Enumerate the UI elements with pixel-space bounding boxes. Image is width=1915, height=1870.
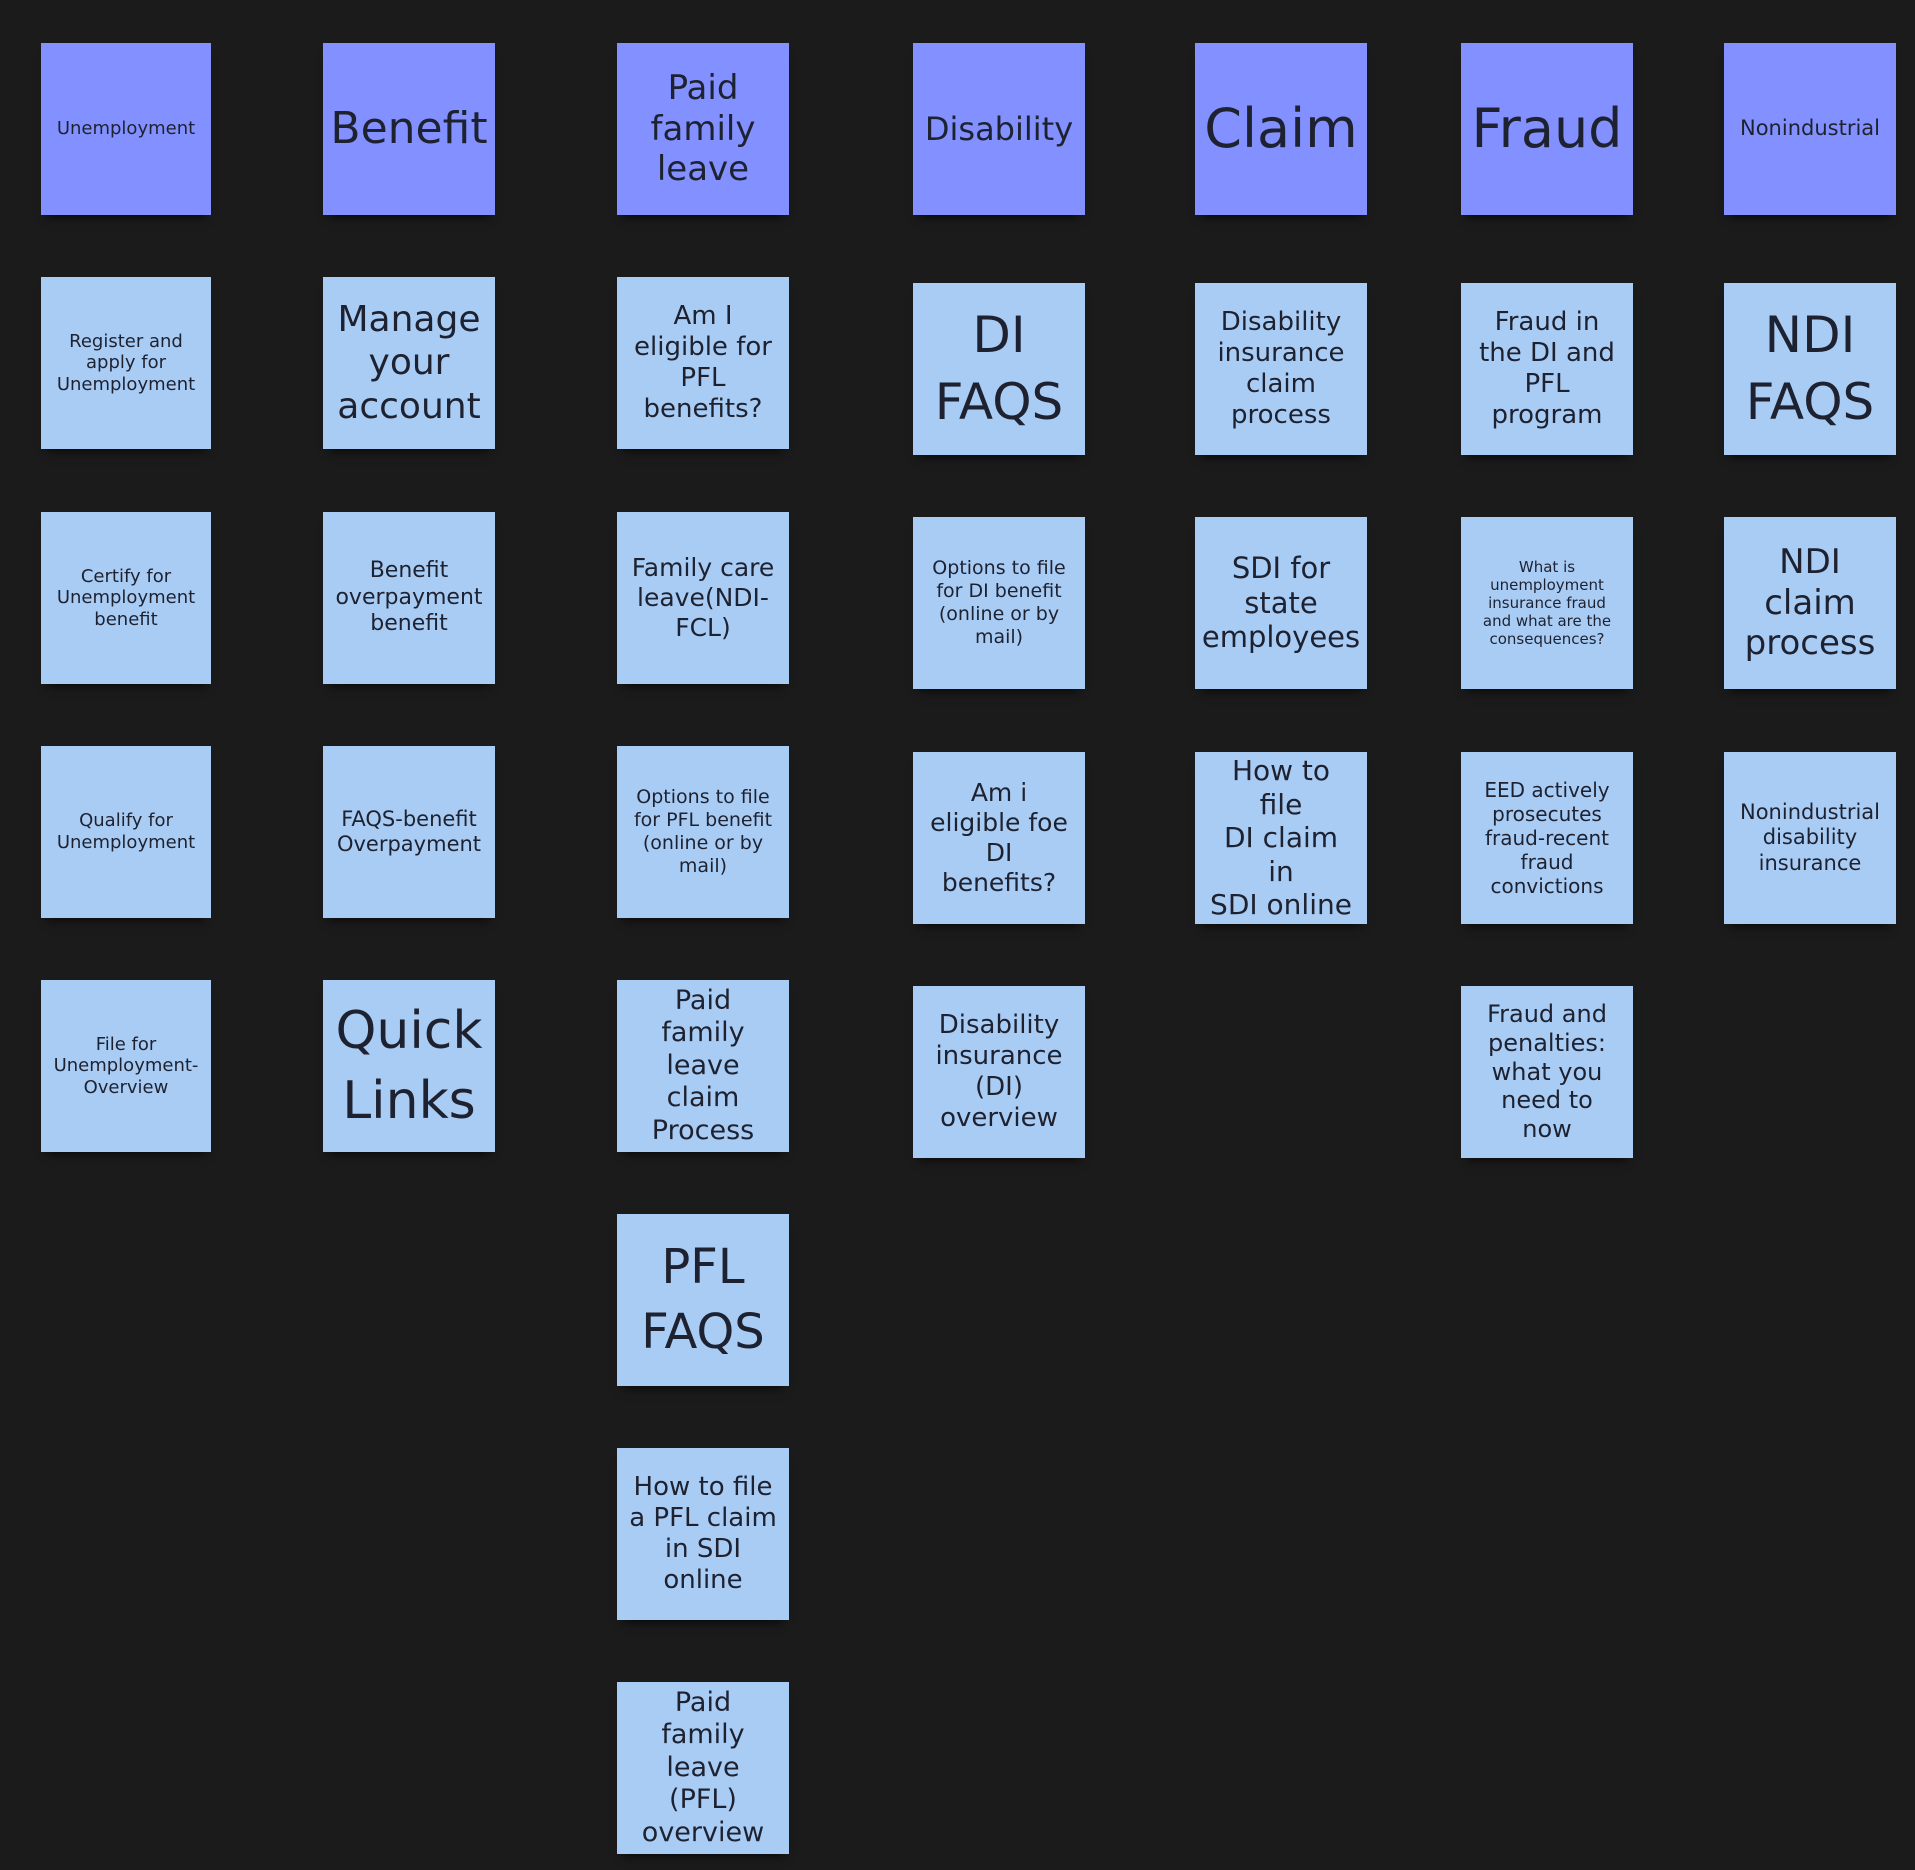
- note-faqs-benefit-overpayment[interactable]: FAQS-benefit Overpayment: [323, 746, 495, 918]
- note-di-claim-process[interactable]: Disability insurance claim process: [1195, 283, 1367, 455]
- header-note-claim[interactable]: Claim: [1195, 43, 1367, 215]
- note-how-to-file-di[interactable]: How to file DI claim in SDI online: [1195, 752, 1367, 924]
- note-di-overview[interactable]: Disability insurance (DI) overview: [913, 986, 1085, 1158]
- note-label: Am i eligible foe DI benefits?: [930, 778, 1068, 897]
- note-label: Paid family leave (PFL) overview: [641, 1687, 765, 1848]
- header-note-label: Fraud: [1471, 96, 1623, 160]
- note-fraud-penalties[interactable]: Fraud and penalties: what you need to no…: [1461, 986, 1633, 1158]
- note-label: NDI claim process: [1744, 541, 1876, 664]
- note-nonindustrial-disability-insurance[interactable]: Nonindustrial disability insurance: [1724, 752, 1896, 924]
- note-options-file-pfl[interactable]: Options to file for PFL benefit (online …: [617, 746, 789, 918]
- note-label: File for Unemployment- Overview: [53, 1033, 199, 1098]
- note-label: Disability insurance claim process: [1217, 306, 1345, 431]
- header-note-label: Unemployment: [56, 118, 196, 140]
- note-ndi-claim-process[interactable]: NDI claim process: [1724, 517, 1896, 689]
- note-label: Benefit overpayment benefit: [335, 558, 483, 637]
- note-how-to-file-pfl[interactable]: How to file a PFL claim in SDI online: [617, 1448, 789, 1620]
- header-note-fraud[interactable]: Fraud: [1461, 43, 1633, 215]
- header-note-disability[interactable]: Disability: [913, 43, 1085, 215]
- note-label: FAQS-benefit Overpayment: [336, 806, 482, 856]
- note-manage-account[interactable]: Manage your account: [323, 277, 495, 449]
- note-label: Quick Links: [335, 1000, 483, 1131]
- note-qualify-unemployment[interactable]: Qualify for Unemployment: [41, 746, 211, 918]
- note-label: Qualify for Unemployment: [56, 810, 196, 853]
- note-label: Am I eligible for PFL benefits?: [634, 300, 772, 425]
- header-note-label: Disability: [924, 109, 1074, 148]
- header-note-paid-family-leave[interactable]: Paid family leave: [617, 43, 789, 215]
- note-label: Fraud in the DI and PFL program: [1479, 306, 1615, 431]
- note-label: Fraud and penalties: what you need to no…: [1487, 1000, 1607, 1144]
- note-di-faqs[interactable]: DI FAQS: [913, 283, 1085, 455]
- note-label: DI FAQS: [934, 305, 1064, 432]
- note-sdi-state-employees[interactable]: SDI for state employees: [1195, 517, 1367, 689]
- note-pfl-claim-process[interactable]: Paid family leave claim Process: [617, 980, 789, 1152]
- note-label: Register and apply for Unemployment: [56, 330, 196, 395]
- note-label: Paid family leave claim Process: [651, 985, 755, 1146]
- note-label: Certify for Unemployment benefit: [56, 565, 196, 630]
- header-note-unemployment[interactable]: Unemployment: [41, 43, 211, 215]
- note-label: Options to file for PFL benefit (online …: [633, 786, 773, 877]
- note-label: Options to file for DI benefit (online o…: [932, 557, 1066, 648]
- header-note-nonindustrial[interactable]: Nonindustrial: [1724, 43, 1896, 215]
- note-label: How to file DI claim in SDI online: [1210, 754, 1352, 922]
- note-label: PFL FAQS: [641, 1239, 765, 1360]
- note-quick-links[interactable]: Quick Links: [323, 980, 495, 1152]
- note-pfl-faqs[interactable]: PFL FAQS: [617, 1214, 789, 1386]
- header-note-label: Paid family leave: [650, 67, 756, 190]
- note-fraud-di-pfl[interactable]: Fraud in the DI and PFL program: [1461, 283, 1633, 455]
- note-label: SDI for state employees: [1201, 550, 1361, 655]
- header-note-label: Claim: [1204, 96, 1358, 160]
- note-am-i-eligible-pfl[interactable]: Am I eligible for PFL benefits?: [617, 277, 789, 449]
- note-label: Family care leave(NDI- FCL): [631, 553, 775, 642]
- note-benefit-overpayment[interactable]: Benefit overpayment benefit: [323, 512, 495, 684]
- note-family-care-leave[interactable]: Family care leave(NDI- FCL): [617, 512, 789, 684]
- note-register-apply-unemployment[interactable]: Register and apply for Unemployment: [41, 277, 211, 449]
- note-options-file-di[interactable]: Options to file for DI benefit (online o…: [913, 517, 1085, 689]
- note-file-unemployment-overview[interactable]: File for Unemployment- Overview: [41, 980, 211, 1152]
- header-note-label: Nonindustrial: [1740, 116, 1880, 141]
- note-am-i-eligible-di[interactable]: Am i eligible foe DI benefits?: [913, 752, 1085, 924]
- note-label: Nonindustrial disability insurance: [1740, 800, 1880, 875]
- header-note-benefit[interactable]: Benefit: [323, 43, 495, 215]
- note-certify-unemployment[interactable]: Certify for Unemployment benefit: [41, 512, 211, 684]
- note-eed-prosecutes-fraud[interactable]: EED actively prosecutes fraud-recent fra…: [1461, 752, 1633, 924]
- header-note-label: Benefit: [330, 102, 488, 154]
- note-pfl-overview[interactable]: Paid family leave (PFL) overview: [617, 1682, 789, 1854]
- note-label: Disability insurance (DI) overview: [935, 1009, 1063, 1134]
- note-label: NDI FAQS: [1745, 305, 1875, 432]
- note-label: How to file a PFL claim in SDI online: [629, 1471, 777, 1596]
- note-label: What is unemployment insurance fraud and…: [1482, 558, 1612, 648]
- note-ndi-faqs[interactable]: NDI FAQS: [1724, 283, 1896, 455]
- note-what-is-ui-fraud[interactable]: What is unemployment insurance fraud and…: [1461, 517, 1633, 689]
- note-label: EED actively prosecutes fraud-recent fra…: [1484, 778, 1610, 898]
- note-label: Manage your account: [337, 299, 481, 427]
